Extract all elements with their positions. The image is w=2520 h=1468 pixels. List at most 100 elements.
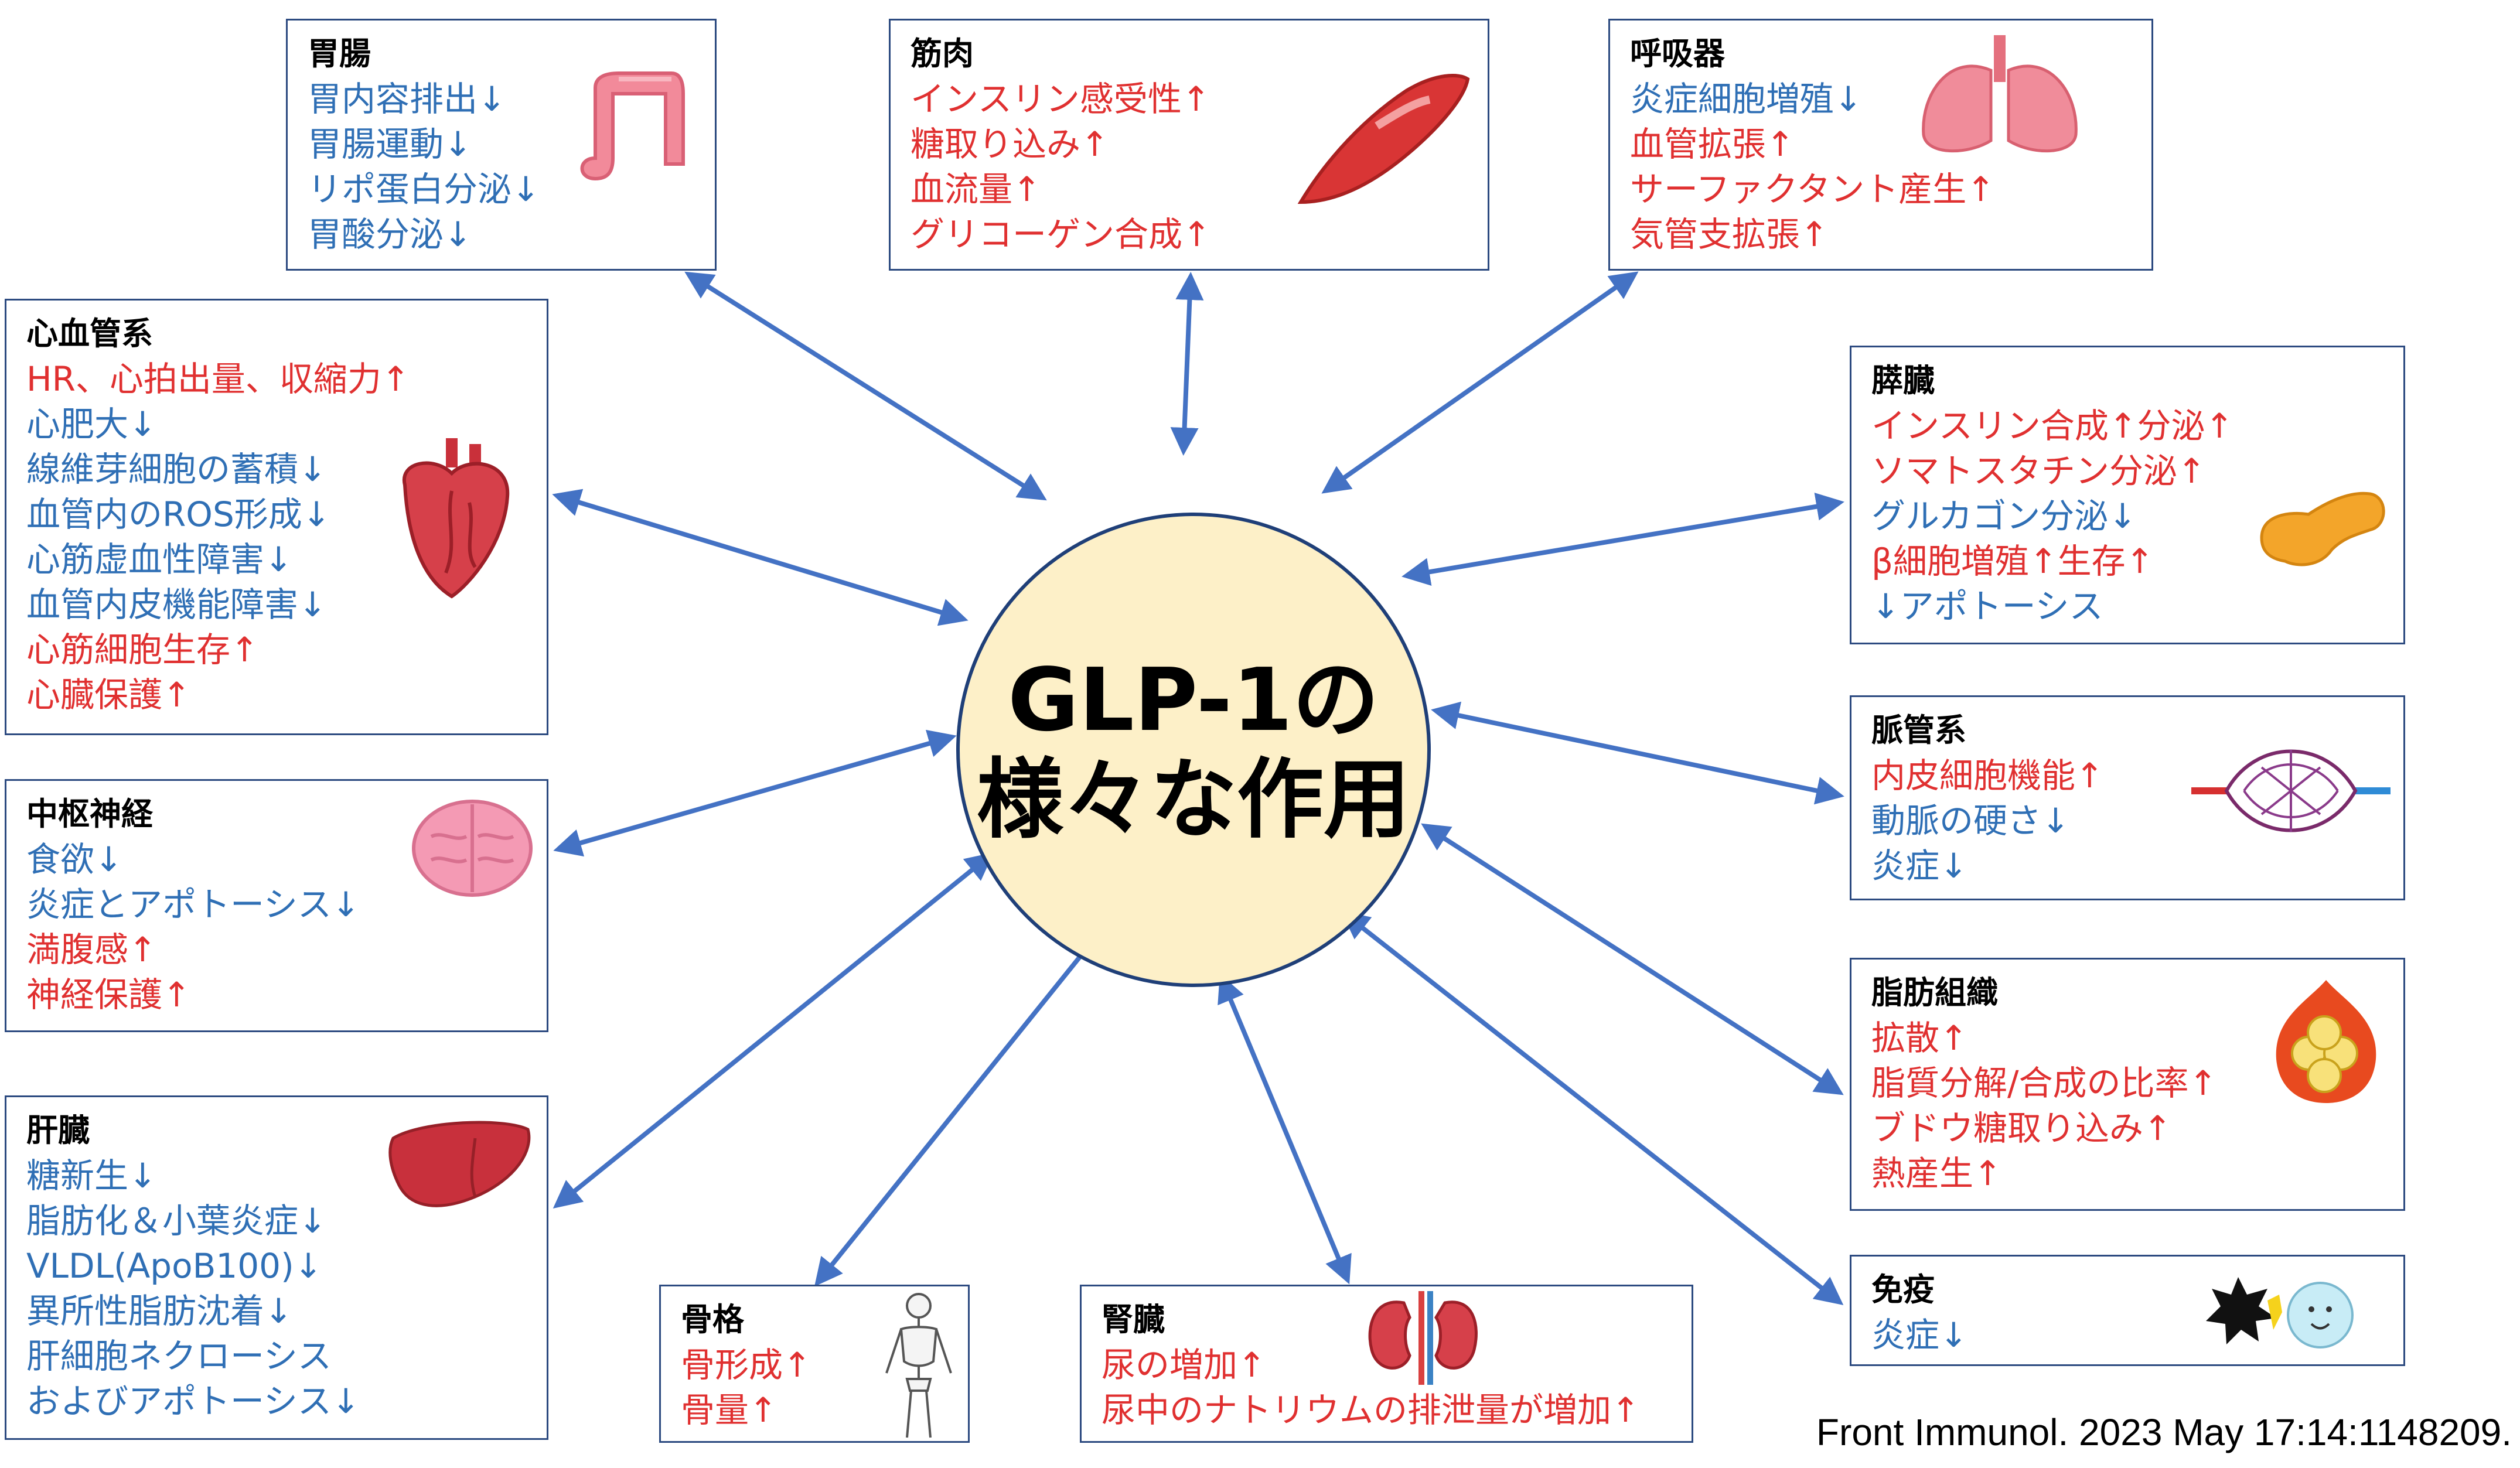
skeleton-icon (885, 1293, 952, 1438)
organ-title: 心血管系 (26, 315, 153, 352)
arrow-bone (814, 933, 1099, 1287)
organ-title: 膵臓 (1871, 362, 1935, 399)
effect-item: グルカゴン分泌↓ (1871, 496, 2137, 536)
organ-title: 脂肪組織 (1871, 974, 1998, 1011)
effect-item: 気管支拡張↑ (1630, 214, 1829, 254)
organ-box-cns: 中枢神経 食欲↓ 炎症とアポトーシス↓ 満腹感↑ 神経保護↑ (5, 779, 548, 1032)
effect-item: 血流量↑ (911, 169, 1041, 209)
effect-item: ↓アポトーシス (1871, 586, 2103, 626)
organ-box-kidney: 腎臓 尿の増加↑ 尿中のナトリウムの排泄量が増加↑ (1080, 1285, 1693, 1443)
effect-item: 心臓保護↑ (26, 675, 191, 715)
organ-box-immune: 免疫 炎症↓ (1850, 1255, 2405, 1366)
organ-box-cardio: 心血管系 HR、心拍出量、収縮力↑ 心肥大↓ 線維芽細胞の蓄積↓ 血管内のROS… (5, 299, 548, 735)
effect-item: 脂質分解/合成の比率↑ (1871, 1063, 2218, 1103)
muscle-icon (1297, 74, 1470, 204)
effect-item: 炎症↓ (1871, 1315, 1968, 1355)
blood-vessels-icon (2191, 749, 2391, 832)
organ-title: 中枢神経 (26, 796, 153, 832)
effect-item: 血管拡張↑ (1630, 124, 1795, 164)
organ-title: 免疫 (1871, 1271, 1935, 1308)
effect-item: ソマトスタチン分泌↑ (1871, 451, 2206, 491)
pancreas-icon (2260, 491, 2385, 566)
effect-item: 食欲↓ (26, 839, 123, 879)
effect-item: 炎症↓ (1871, 846, 1968, 886)
arrow-gut (684, 271, 1047, 501)
effect-item: インスリン合成↑分泌↑ (1871, 406, 2234, 446)
liver-icon (388, 1121, 531, 1207)
organ-box-respiratory: 呼吸器 炎症細胞増殖↓ 血管拡張↑ サーファクタント産生↑ 気管支拡張↑ (1608, 19, 2153, 271)
arrow-liver (553, 852, 994, 1209)
effect-item: VLDL(ApoB100)↓ (26, 1246, 323, 1286)
kidneys-icon (1368, 1291, 1478, 1385)
organ-title: 胃腸 (308, 35, 371, 72)
organ-title: 骨格 (681, 1301, 744, 1338)
effect-item: 骨量↑ (681, 1390, 778, 1430)
intestine-icon (580, 71, 685, 181)
effect-item: 胃内容排出↓ (308, 79, 506, 119)
organ-title: 脈管系 (1871, 712, 1966, 749)
center-title-line2: 様々な作用 (977, 749, 1410, 850)
effect-item: 炎症細胞増殖↓ (1630, 79, 1863, 119)
heart-icon (402, 438, 510, 599)
effect-item: 糖新生↓ (26, 1156, 157, 1196)
effect-item: 胃酸分泌↓ (308, 214, 472, 254)
organ-title: 肝臓 (26, 1112, 90, 1149)
effect-item: β細胞増殖↑生存↑ (1871, 541, 2154, 581)
effect-item: 糖取り込み↑ (911, 124, 1109, 164)
arrow-cardio (552, 489, 969, 626)
effect-item: およびアポトーシス↓ (26, 1381, 360, 1421)
effect-item: 血管内皮機能障害↓ (26, 585, 327, 624)
organ-title: 筋肉 (911, 35, 974, 72)
effect-item: ブドウ糖取り込み↑ (1871, 1108, 2172, 1148)
organ-box-muscle: 筋肉 インスリン感受性↑ 糖取り込み↑ 血流量↑ グリコーゲン合成↑ (889, 19, 1489, 271)
immune-fight-icon (2206, 1277, 2354, 1348)
organ-title: 腎臓 (1102, 1301, 1165, 1338)
organ-box-bone: 骨格 骨形成↑ 骨量↑ (659, 1285, 970, 1443)
effect-item: 心肥大↓ (26, 404, 157, 444)
effect-item: 神経保護↑ (26, 975, 191, 1015)
citation-text: Front Immunol. 2023 May 17:14:1148209. (1816, 1411, 2512, 1453)
effect-item: リポ蛋白分泌↓ (308, 169, 540, 209)
effect-item: 線維芽細胞の蓄積↓ (26, 449, 327, 489)
arrow-immune (1341, 911, 1844, 1305)
effect-item: 骨形成↑ (681, 1345, 811, 1385)
arrow-respiratory (1321, 271, 1639, 494)
effect-item: 心筋虚血性障害↓ (26, 540, 293, 579)
brain-icon (412, 800, 533, 897)
effect-item: HR、心拍出量、収縮力↑ (26, 359, 410, 399)
effect-item: 炎症とアポトーシス↓ (26, 885, 360, 924)
effect-item: 熱産生↑ (1871, 1153, 2002, 1193)
effect-item: 肝細胞ネクローシス (26, 1336, 332, 1376)
effect-item: 脂肪化＆小葉炎症↓ (26, 1201, 327, 1241)
effect-item: サーファクタント産生↑ (1630, 169, 1995, 209)
effect-item: 内皮細胞機能↑ (1871, 756, 2104, 796)
arrow-vascular (1431, 701, 1844, 805)
organ-box-adipose: 脂肪組織 拡散↑ 脂質分解/合成の比率↑ ブドウ糖取り込み↑ 熱産生↑ (1850, 958, 2405, 1211)
effect-item: 血管内のROS形成↓ (26, 494, 331, 534)
center-title-line1: GLP-1の (1007, 650, 1380, 750)
effect-item: 拡散↑ (1871, 1018, 1968, 1058)
organ-box-pancreas: 膵臓 インスリン合成↑分泌↑ ソマトスタチン分泌↑ グルカゴン分泌↓ β細胞増殖… (1850, 346, 2405, 644)
arrow-muscle (1170, 272, 1204, 456)
effect-item: 胃腸運動↓ (308, 124, 472, 164)
effect-item: 動脈の硬さ↓ (1871, 801, 2070, 841)
organ-title: 呼吸器 (1630, 35, 1725, 72)
effect-item: 尿中のナトリウムの排泄量が増加↑ (1102, 1390, 1640, 1430)
burning-fat-icon (2276, 980, 2376, 1103)
arrow-adipose (1421, 823, 1844, 1095)
effect-item: 満腹感↑ (26, 930, 157, 969)
effect-item: 尿の増加↑ (1102, 1345, 1266, 1385)
organ-box-liver: 肝臓 糖新生↓ 脂肪化＆小葉炎症↓ VLDL(ApoB100)↓ 異所性脂肪沈着… (5, 1095, 548, 1440)
glp1-center-circle: GLP-1の 様々な作用 (956, 513, 1431, 987)
arrow-pancreas (1401, 492, 1844, 586)
arrow-kidney (1218, 974, 1352, 1285)
organ-box-gut: 胃腸 胃内容排出↓ 胃腸運動↓ リポ蛋白分泌↓ 胃酸分泌↓ (286, 19, 717, 271)
lungs-icon (1922, 35, 2078, 153)
arrow-cns (553, 729, 957, 857)
effect-item: インスリン感受性↑ (911, 79, 1210, 119)
organ-box-vascular: 脈管系 内皮細胞機能↑ 動脈の硬さ↓ 炎症↓ (1850, 695, 2405, 900)
effect-item: 異所性脂肪沈着↓ (26, 1291, 293, 1331)
effect-item: 心筋細胞生存↑ (26, 630, 259, 670)
effect-item: グリコーゲン合成↑ (911, 214, 1211, 254)
